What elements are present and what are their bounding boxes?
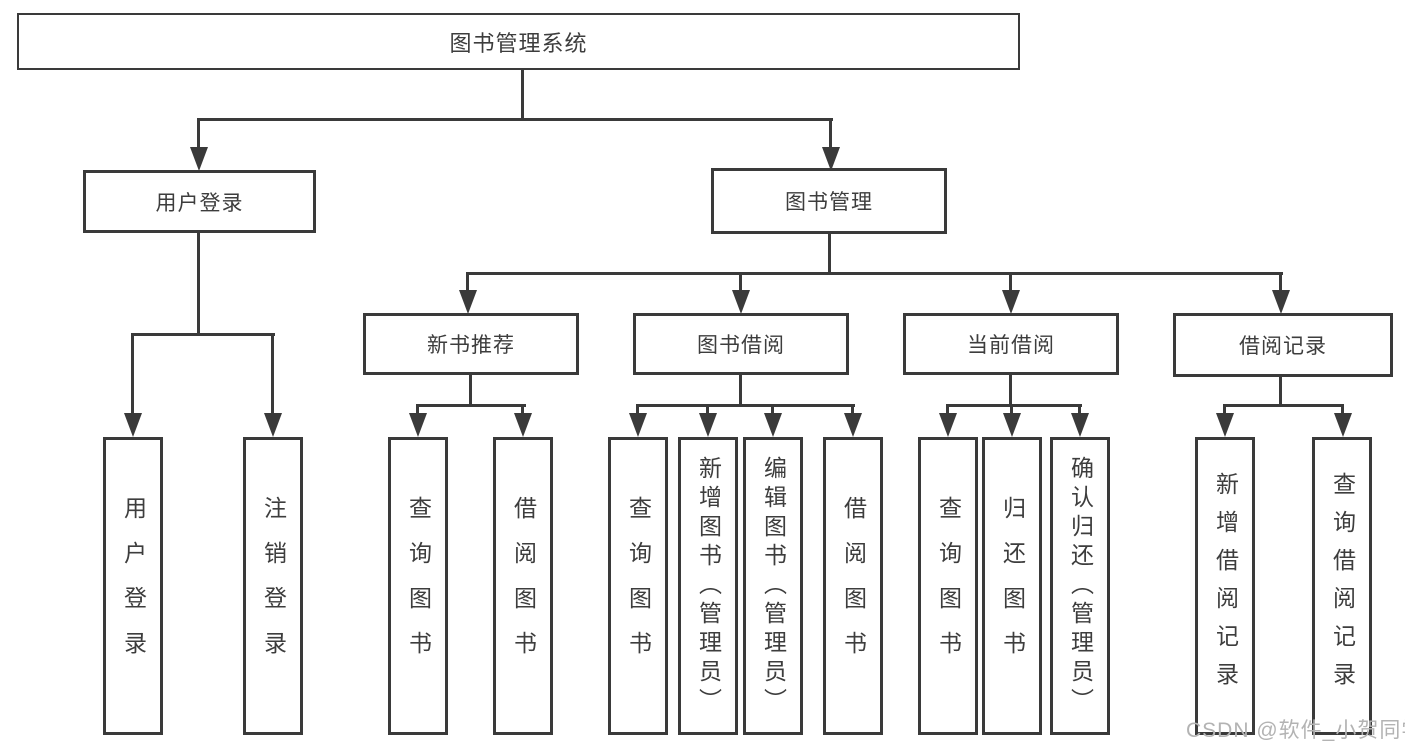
connector-line-v [466,272,469,293]
arrowhead-down-icon [190,147,208,171]
node-label: 图书管理 [785,191,873,214]
node-book-management: 图书管理 [711,168,947,234]
connector-line-v [271,333,274,416]
arrowhead-down-icon [1003,413,1021,437]
arrowhead-down-icon [732,290,750,314]
node-label: 新增借阅记录 [1212,472,1239,700]
node-root-system: 图书管理系统 [17,13,1020,70]
node-label: 图书管理系统 [449,30,588,56]
node-leaf-logout: 注销登录 [243,437,303,735]
arrowhead-down-icon [764,413,782,437]
connector-line-v [521,404,524,417]
node-label: 新书推荐 [427,334,515,357]
connector-line-h [1223,404,1344,407]
connector-line-v [828,234,831,274]
node-book-borrow: 图书借阅 [633,313,849,375]
node-leaf-query-borrow-record: 查询借阅记录 [1312,437,1372,735]
node-leaf-return-books: 归还图书 [982,437,1042,735]
connector-line-v [1009,375,1012,406]
connector-line-v [1341,404,1344,417]
connector-line-h [466,272,1283,275]
connector-line-h [636,404,855,407]
arrowhead-down-icon [1272,290,1290,314]
connector-line-v [706,404,709,417]
connector-line-v [1279,377,1282,406]
node-current-borrow: 当前借阅 [903,313,1119,375]
node-label: 新增图书（管理员） [695,455,722,717]
arrowhead-down-icon [124,413,142,437]
connector-line-v [636,404,639,417]
node-leaf-query-books-current: 查询图书 [918,437,978,735]
connector-line-v [131,333,134,416]
node-label: 查询借阅记录 [1329,472,1356,700]
node-label: 借阅图书 [510,496,537,676]
node-leaf-confirm-return-admin: 确认归还（管理员） [1050,437,1110,735]
node-leaf-borrow-books: 借阅图书 [823,437,883,735]
node-label: 注销登录 [260,496,287,676]
connector-line-v [739,375,742,406]
connector-line-h [131,333,275,336]
connector-line-v [771,404,774,417]
connector-line-v [416,404,419,417]
arrowhead-down-icon [409,413,427,437]
connector-line-v [1009,272,1012,293]
node-leaf-add-borrow-record: 新增借阅记录 [1195,437,1255,735]
node-leaf-edit-books-admin: 编辑图书（管理员） [743,437,803,735]
node-leaf-query-books-borrow: 查询图书 [608,437,668,735]
connector-line-v [851,404,854,417]
arrowhead-down-icon [822,147,840,171]
connector-line-h [416,404,526,407]
node-label: 确认归还（管理员） [1067,455,1094,717]
node-label: 归还图书 [999,496,1026,676]
node-borrow-records: 借阅记录 [1173,313,1393,377]
arrowhead-down-icon [264,413,282,437]
node-leaf-add-books-admin: 新增图书（管理员） [678,437,738,735]
connector-line-v [1279,272,1282,293]
node-label: 用户登录 [155,191,244,215]
arrowhead-down-icon [629,413,647,437]
arrowhead-down-icon [459,290,477,314]
arrowhead-down-icon [844,413,862,437]
connector-line-v [829,118,832,150]
node-label: 借阅记录 [1239,335,1327,358]
arrowhead-down-icon [1071,413,1089,437]
connector-line-v [946,404,949,417]
node-label: 用户登录 [120,496,147,676]
node-label: 编辑图书（管理员） [760,455,787,717]
arrowhead-down-icon [699,413,717,437]
node-label: 图书借阅 [697,334,785,357]
node-label: 借阅图书 [840,496,867,676]
connector-line-h [946,404,1082,407]
node-leaf-user-login: 用户登录 [103,437,163,735]
connector-line-v [1223,404,1226,417]
node-label: 查询图书 [625,496,652,676]
connector-line-v [197,118,200,150]
connector-line-v [739,272,742,293]
node-user-login: 用户登录 [83,170,316,233]
connector-line-h [197,118,833,121]
arrowhead-down-icon [1334,413,1352,437]
connector-line-v [197,233,200,336]
arrowhead-down-icon [1002,290,1020,314]
connector-line-v [521,70,524,120]
arrowhead-down-icon [939,413,957,437]
arrowhead-down-icon [1216,413,1234,437]
node-label: 查询图书 [935,496,962,676]
node-label: 当前借阅 [967,334,1055,357]
connector-line-v [1010,404,1013,417]
connector-line-v [469,375,472,406]
node-new-book-recommend: 新书推荐 [363,313,579,375]
node-leaf-query-books-recommend: 查询图书 [388,437,448,735]
csdn-watermark: CSDN @软件_小贺同学 [1186,719,1405,742]
node-leaf-borrow-books-recommend: 借阅图书 [493,437,553,735]
connector-line-v [1078,404,1081,417]
arrowhead-down-icon [514,413,532,437]
node-label: 查询图书 [405,496,432,676]
